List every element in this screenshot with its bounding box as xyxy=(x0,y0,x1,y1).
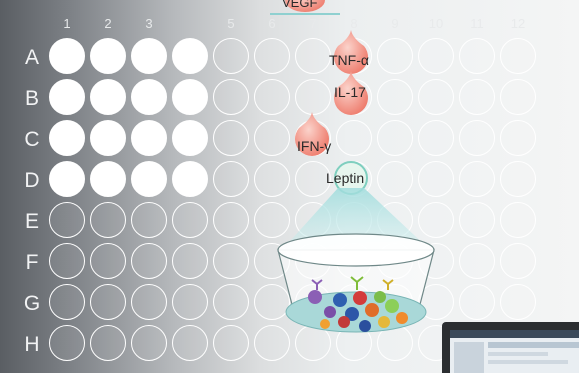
il17-label: IL-17 xyxy=(334,84,366,100)
leptin-label: Leptin xyxy=(326,170,364,186)
vegf-label: VEGF xyxy=(282,0,317,10)
tnf-label: TNF-α xyxy=(329,52,369,68)
beaker xyxy=(278,234,434,332)
ifn-label: IFN-γ xyxy=(297,138,331,154)
laptop-screen-icon xyxy=(442,322,579,373)
